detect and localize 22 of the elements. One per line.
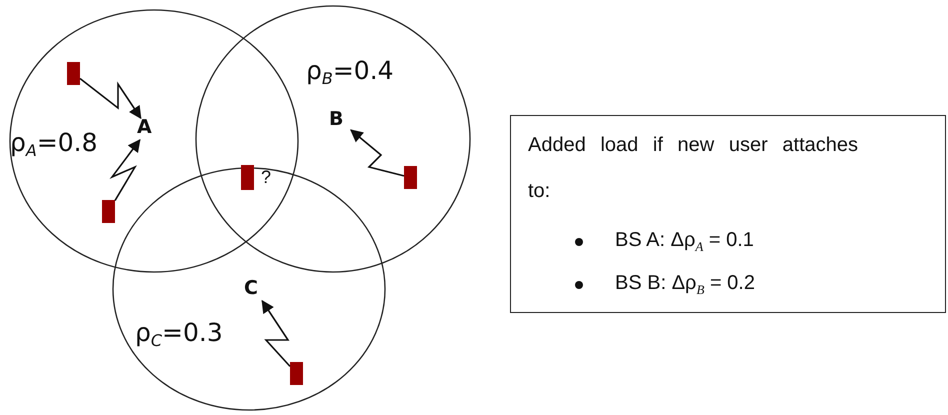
wireless-link-arrow — [262, 300, 291, 367]
coverage-circle — [196, 6, 470, 272]
base-station-label: B — [329, 110, 344, 129]
user-device-icon — [102, 200, 115, 223]
load-label: ρ$_{A}$=0.8 — [10, 130, 98, 159]
user-device-icon — [290, 362, 303, 385]
text-box — [510, 115, 946, 313]
description-text: Added load if new user attaches to: — [528, 133, 858, 204]
base-station-label: C — [244, 279, 258, 298]
wireless-link-arrow — [350, 129, 404, 177]
load-label: ρ$_{B}$=0.4 — [306, 58, 394, 87]
load-label: ρ$_{C}$=0.3 — [135, 320, 223, 349]
coverage-circle — [10, 10, 298, 272]
user-device-icon — [67, 62, 80, 85]
bullet-item: BS A: Δρ$_{A}$ = 0.1 — [615, 229, 754, 255]
user-device-icon — [404, 166, 417, 189]
wireless-link-arrow — [110, 138, 141, 201]
base-station-label: A — [137, 118, 152, 137]
question-mark: ? — [261, 168, 272, 186]
wireless-link-arrow — [80, 78, 142, 120]
coverage-circle — [113, 168, 385, 410]
bullet-item: BS B: Δρ$_{B}$ = 0.2 — [615, 272, 755, 298]
